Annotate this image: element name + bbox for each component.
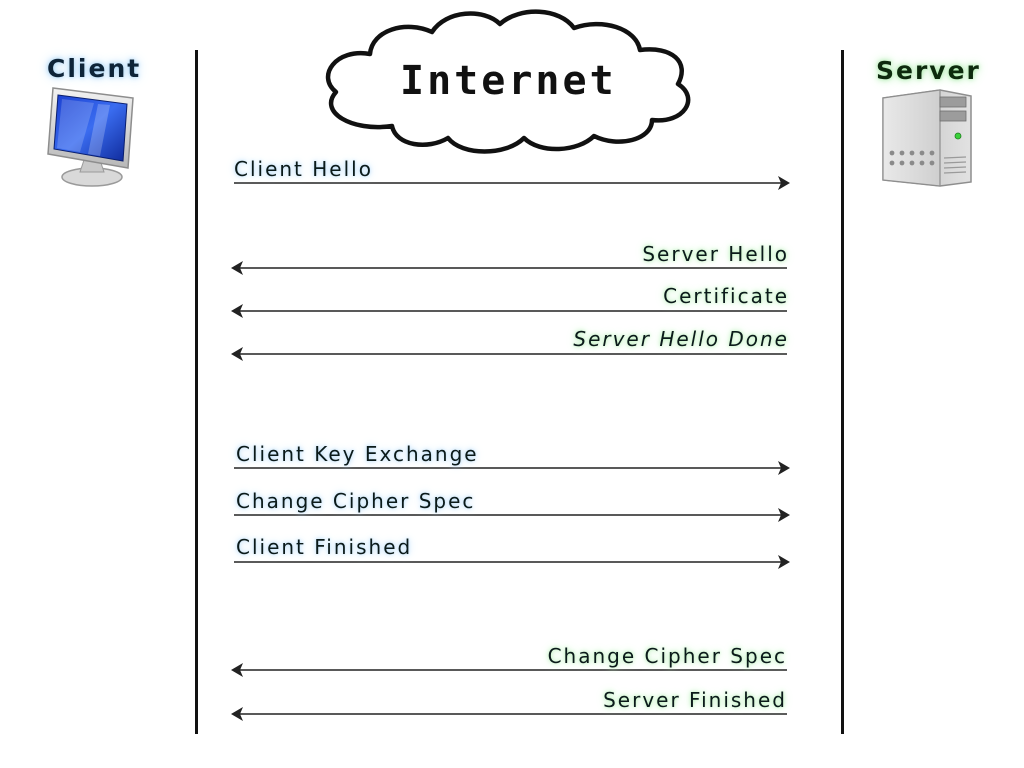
cloud-icon (325, 9, 691, 154)
monitor-icon (47, 87, 134, 187)
internet-label: Internet (400, 58, 617, 104)
message-label-certificate: Certificate (663, 284, 789, 308)
message-label-client-key-exchange: Client Key Exchange (236, 442, 479, 466)
message-arrow (231, 261, 787, 275)
message-arrow (231, 707, 787, 721)
message-label-change-cipher-spec-server: Change Cipher Spec (547, 644, 787, 668)
server-tower-icon (882, 89, 972, 187)
client-lifeline (195, 50, 198, 734)
message-arrow (234, 555, 790, 569)
message-arrow (234, 176, 790, 190)
message-label-server-finished: Server Finished (603, 688, 787, 712)
message-label-client-finished: Client Finished (236, 535, 413, 559)
message-arrow (234, 508, 790, 522)
message-label-server-hello-done: Server Hello Done (573, 327, 789, 351)
message-arrow (231, 663, 787, 677)
client-label: Client (47, 54, 142, 83)
message-label-server-hello: Server Hello (642, 242, 789, 266)
message-arrow (231, 304, 787, 318)
message-label-client-hello: Client Hello (234, 157, 373, 181)
message-arrow (234, 461, 790, 475)
message-arrow (231, 347, 787, 361)
server-label: Server (876, 56, 981, 85)
message-label-change-cipher-spec-client: Change Cipher Spec (236, 489, 476, 513)
server-lifeline (841, 50, 844, 734)
